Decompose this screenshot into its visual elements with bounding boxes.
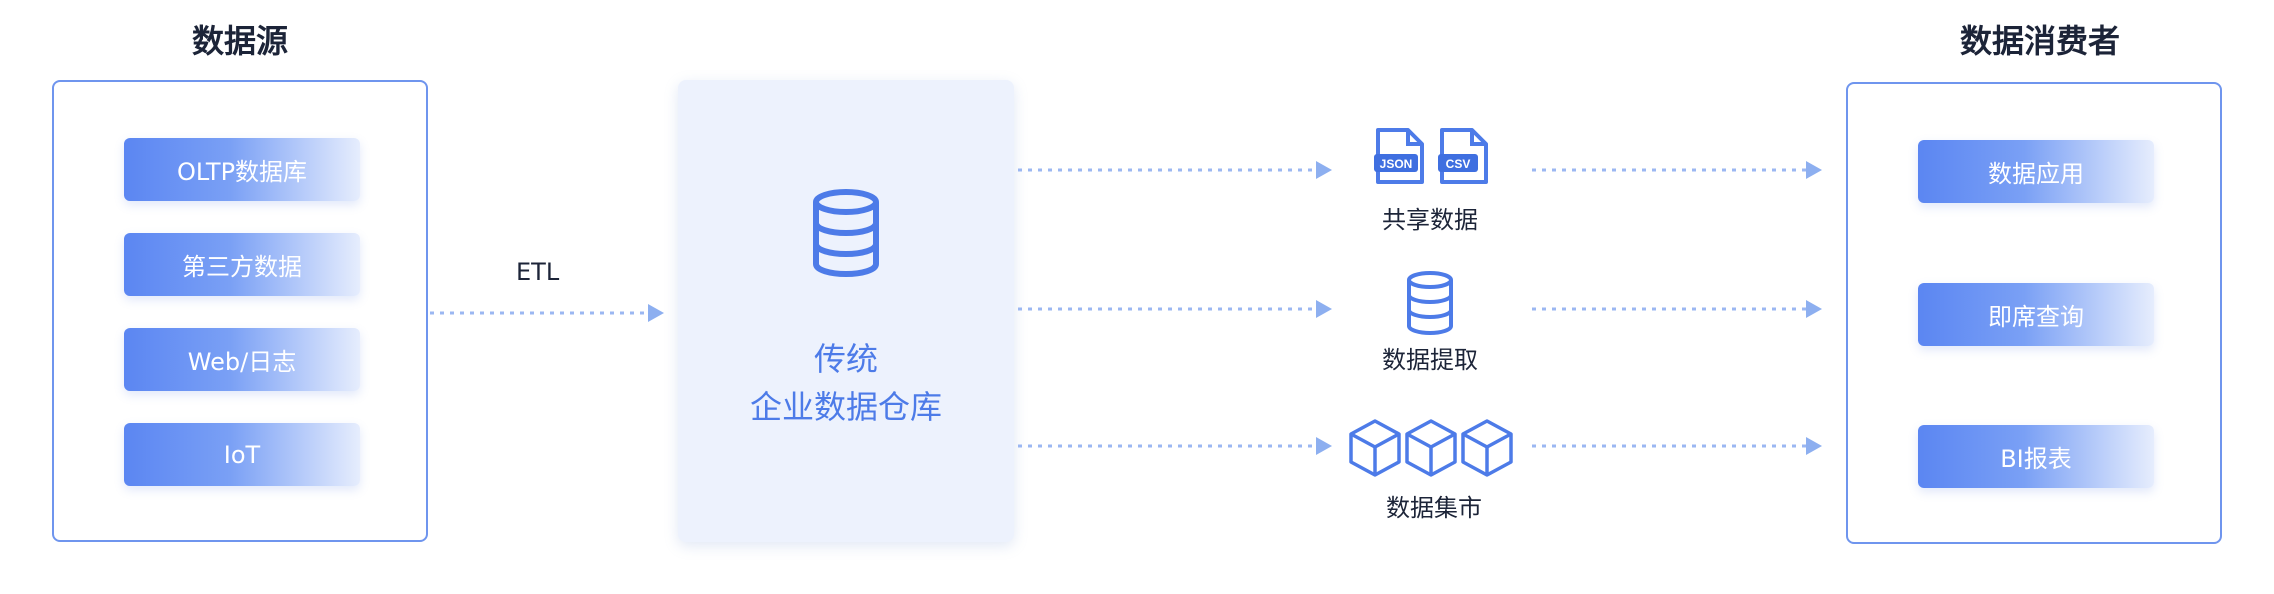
svg-text:JSON: JSON <box>1380 157 1413 171</box>
etl-label: ETL <box>516 258 560 286</box>
cube-icon <box>1349 419 1401 477</box>
database-icon <box>813 189 879 277</box>
output-label-data-mart: 数据集市 <box>1386 494 1482 522</box>
source-item-iot[interactable]: IoT <box>124 423 360 486</box>
consumer-item-adhoc-query[interactable]: 即席查询 <box>1918 283 2154 346</box>
json-file-icon: JSON <box>1374 128 1424 184</box>
warehouse-label-line1: 传统 <box>813 340 878 378</box>
consumer-item-bi-report[interactable]: BI报表 <box>1918 425 2154 488</box>
output-label-shared-data: 共享数据 <box>1382 206 1478 234</box>
source-item-oltp[interactable]: OLTP数据库 <box>124 138 360 201</box>
csv-file-icon: CSV <box>1438 128 1488 184</box>
svg-text:CSV: CSV <box>1446 157 1471 171</box>
cube-icon <box>1405 419 1457 477</box>
consumers-panel: 数据应用 即席查询 BI报表 <box>1846 82 2222 544</box>
source-item-web-log[interactable]: Web/日志 <box>124 328 360 391</box>
sources-title: 数据源 <box>191 22 288 60</box>
consumer-item-data-apps[interactable]: 数据应用 <box>1918 140 2154 203</box>
source-item-third-party[interactable]: 第三方数据 <box>124 233 360 296</box>
output-label-data-extract: 数据提取 <box>1382 346 1478 374</box>
cube-icon <box>1461 419 1513 477</box>
enterprise-data-warehouse[interactable]: 传统 企业数据仓库 <box>678 80 1014 542</box>
sources-panel: OLTP数据库 第三方数据 Web/日志 IoT <box>52 80 428 542</box>
warehouse-label-line2: 企业数据仓库 <box>749 388 942 426</box>
consumers-title: 数据消费者 <box>1959 22 2120 60</box>
database-icon <box>1407 271 1453 335</box>
